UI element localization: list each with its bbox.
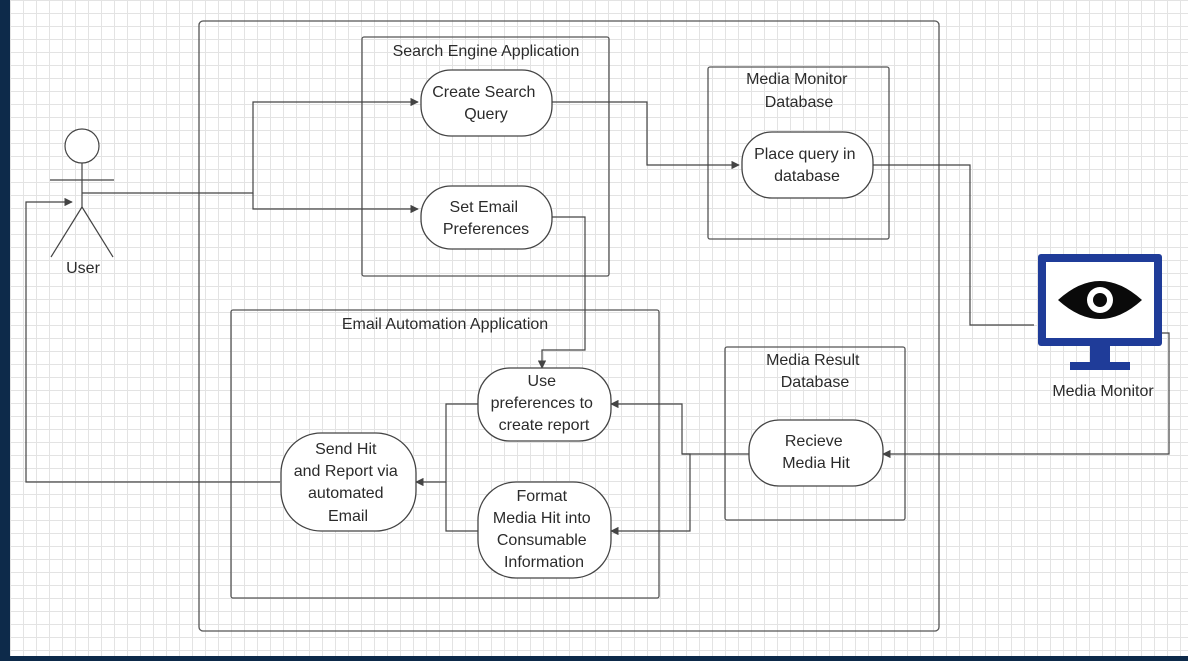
eye-pupil — [1093, 293, 1107, 307]
use-case-set-email-preferences — [420, 185, 553, 250]
receive-media-hit-line2: Media Hit — [782, 455, 850, 472]
set-email-preferences-label: Set Email Preferences — [443, 199, 529, 238]
connector-format-to-send — [445, 482, 478, 532]
create-search-query-line1: Create Search — [432, 84, 535, 101]
user-actor-head — [64, 128, 100, 164]
media-result-db-title-line1: Media Result — [766, 352, 860, 369]
monitor-base — [1070, 362, 1130, 370]
use-preferences-line3: create report — [499, 417, 590, 434]
use-preferences-line1: Use — [528, 373, 557, 390]
user-actor-right-leg — [81, 206, 114, 258]
connector-query-to-database — [552, 101, 740, 170]
connector-user-to-set-preferences — [252, 193, 419, 214]
set-email-preferences-line1: Set Email — [450, 199, 518, 216]
connector-send-to-user — [25, 197, 280, 483]
use-case-create-search-query — [420, 69, 553, 137]
user-actor-left-leg — [50, 206, 83, 258]
use-preferences-line2: preferences to — [491, 395, 593, 412]
user-actor-label: User — [66, 260, 100, 277]
receive-media-hit-label: Recieve Media Hit — [782, 433, 850, 472]
connectors — [25, 97, 1170, 536]
place-query-line1: Place query in — [754, 146, 855, 163]
connector-receive-to-format — [610, 453, 691, 536]
place-query-label: Place query in database — [754, 146, 860, 185]
search-engine-app-title: Search Engine Application — [393, 43, 580, 60]
use-case-format-media-hit — [477, 481, 612, 579]
use-case-receive-media-hit — [748, 419, 884, 487]
user-actor — [50, 128, 114, 258]
send-hit-label: Send Hit and Report via automated Email — [294, 441, 403, 525]
format-media-hit-line4: Information — [504, 554, 584, 571]
diagram-canvas: Search Engine Application Media Monitor … — [10, 0, 1188, 656]
place-query-line2: database — [774, 168, 840, 185]
create-search-query-label: Create Search Query — [432, 84, 540, 123]
media-result-db-container: Media Result Database — [724, 346, 906, 521]
monitor-neck — [1090, 346, 1110, 362]
send-hit-line2: and Report via — [294, 463, 398, 480]
use-case-place-query — [741, 131, 874, 199]
system-boundary — [198, 20, 940, 632]
media-monitor-label: Media Monitor — [1052, 383, 1154, 400]
diagram-svg: Search Engine Application Media Monitor … — [25, 20, 1170, 632]
search-engine-app-container: Search Engine Application — [361, 36, 610, 277]
format-media-hit-line2: Media Hit into — [493, 510, 591, 527]
media-monitor-db-title-line1: Media Monitor — [746, 71, 848, 88]
media-monitor-db-title: Media Monitor Database — [746, 71, 852, 111]
connector-receive-to-use — [610, 399, 749, 455]
create-search-query-line2: Query — [464, 106, 508, 123]
email-automation-app-title: Email Automation Application — [342, 316, 548, 333]
use-preferences-label: Use preferences to create report — [491, 373, 598, 434]
format-media-hit-line3: Consumable — [497, 532, 587, 549]
media-monitor-db-container: Media Monitor Database — [707, 66, 890, 240]
use-case-use-preferences — [477, 367, 612, 442]
receive-media-hit-line1: Recieve — [785, 433, 843, 450]
format-media-hit-line1: Format — [516, 488, 567, 505]
use-case-send-hit — [280, 432, 417, 532]
email-automation-app-container: Email Automation Application — [230, 309, 660, 599]
format-media-hit-label: Format Media Hit into Consumable Informa… — [493, 488, 595, 571]
connector-use-to-send — [415, 403, 478, 487]
connector-preferences-to-use — [537, 216, 586, 369]
eye-monitor-icon — [1038, 254, 1162, 370]
connector-monitor-to-receive-hit — [882, 332, 1170, 459]
send-hit-line4: Email — [328, 508, 368, 525]
connector-database-to-monitor — [873, 164, 1034, 326]
send-hit-line1: Send Hit — [315, 441, 377, 458]
send-hit-line3: automated — [308, 485, 384, 502]
connector-user-to-create-query — [82, 97, 419, 194]
media-monitor-db-title-line2: Database — [765, 94, 834, 111]
set-email-preferences-line2: Preferences — [443, 221, 529, 238]
media-result-db-title: Media Result Database — [766, 352, 864, 391]
media-result-db-title-line2: Database — [781, 374, 850, 391]
